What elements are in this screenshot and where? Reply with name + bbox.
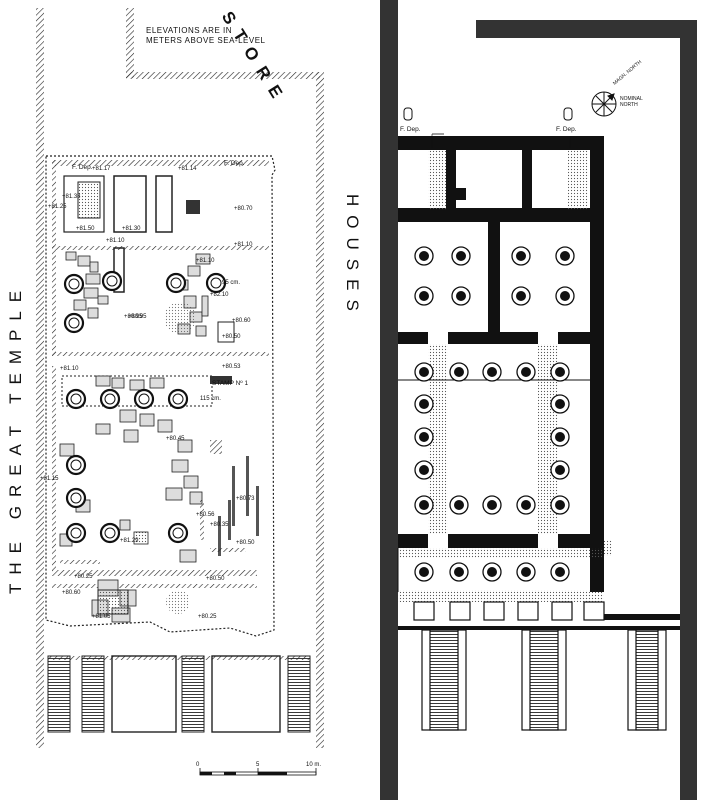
- elevation-marker: +81.25: [48, 204, 67, 210]
- store-wall-horizontal: [126, 72, 320, 79]
- houses-label: HOUSES: [343, 194, 362, 320]
- north-arrow-icon: [591, 91, 617, 117]
- column-base-inner: [516, 291, 526, 301]
- column-base-inner: [487, 367, 497, 377]
- scale-label-0: 0: [196, 762, 200, 768]
- fdep-label-left-plan-2: F. Dep.: [224, 160, 245, 167]
- column-base-inner: [419, 500, 429, 510]
- column-base-inner: [456, 251, 466, 261]
- column-bases: [414, 246, 575, 582]
- elevation-marker: +80.25: [198, 614, 217, 620]
- column-base-inner: [555, 367, 565, 377]
- column-base-inner: [419, 291, 429, 301]
- column-base-inner: [521, 500, 531, 510]
- column-base-inner: [521, 367, 531, 377]
- elevation-marker: +81.50: [76, 226, 95, 232]
- scale-label-5: 5: [256, 762, 260, 768]
- column-base-inner: [419, 567, 429, 577]
- elevation-note-line2: METERS ABOVE SEA-LEVEL: [146, 36, 266, 45]
- stamp-block: [210, 376, 232, 384]
- right-reconstructed-plan: [380, 0, 697, 800]
- elevation-marker: +80.70: [234, 206, 253, 212]
- elevation-marker: +81.15: [40, 476, 59, 482]
- column-base-inner: [419, 251, 429, 261]
- excavation-outline: [45, 155, 276, 637]
- elevation-marker: +81.10: [196, 258, 215, 264]
- great-temple-label: THE GREAT TEMPLE: [6, 281, 25, 594]
- column-base-inner: [521, 567, 531, 577]
- elevation-marker: +80.73: [236, 496, 255, 502]
- fdep-label-left-plan: F. Dep.: [72, 164, 93, 171]
- elevation-marker: +80.35: [210, 522, 229, 528]
- elevation-marker: +80.50: [222, 334, 241, 340]
- column-base-inner: [454, 500, 464, 510]
- column-base-inner: [419, 432, 429, 442]
- column-base-inner: [454, 567, 464, 577]
- elevation-marker: +80.45: [166, 436, 185, 442]
- column-base-inner: [560, 291, 570, 301]
- elevation-note: ELEVATIONS ARE IN METERS ABOVE SEA-LEVEL: [146, 26, 265, 46]
- left-excavation-plan: [36, 8, 324, 776]
- elevation-marker: +80.50: [206, 576, 225, 582]
- column-base-inner: [487, 500, 497, 510]
- dim-95: 95 cm.: [222, 280, 241, 286]
- elevation-marker: +80.53: [222, 364, 241, 370]
- elevation-marker: +80.60: [232, 318, 251, 324]
- elevation-marker: +82.10: [210, 292, 229, 298]
- column-base-inner: [487, 567, 497, 577]
- column-base-inner: [555, 465, 565, 475]
- store-houses-wall: [316, 72, 324, 748]
- column-base-inner: [555, 432, 565, 442]
- elevation-marker: +80.60: [62, 590, 81, 596]
- elevation-marker: +80.50: [236, 540, 255, 546]
- elevation-marker: +81.17: [92, 166, 111, 172]
- elevation-marker: +81.29: [120, 538, 139, 544]
- nominal-north-label: NOMINAL NORTH: [620, 96, 643, 108]
- column-base-inner: [516, 251, 526, 261]
- dim-115: 115 cm.: [200, 396, 221, 402]
- elevation-note-line1: ELEVATIONS ARE IN: [146, 26, 233, 35]
- scale-bar: [199, 768, 317, 776]
- column-base-inner: [454, 367, 464, 377]
- elevation-marker: +81.14: [178, 166, 197, 172]
- column-base-inner: [555, 567, 565, 577]
- elevation-marker: +80.95: [128, 314, 147, 320]
- column-base-inner: [419, 399, 429, 409]
- left-boundary-wall: [380, 0, 398, 800]
- fdep-label-right-plan-left: F. Dep.: [400, 126, 421, 133]
- scale-label-10m: 10 m.: [306, 762, 322, 768]
- great-temple-wall: [36, 8, 44, 748]
- column-base-inner: [419, 465, 429, 475]
- column-base-inner: [456, 291, 466, 301]
- column-base-inner: [555, 399, 565, 409]
- elevation-marker: +81.10: [60, 366, 79, 372]
- elevation-marker: +81.10: [106, 238, 125, 244]
- elevation-marker: +80.56: [196, 512, 215, 518]
- column-base-inner: [560, 251, 570, 261]
- elevation-marker: +81.38: [62, 194, 81, 200]
- stamp-label: STAMP Nº 1: [212, 380, 249, 387]
- store-wall-top: [126, 8, 134, 78]
- elevation-marker: +80.95: [124, 314, 143, 320]
- column-base-inner: [555, 500, 565, 510]
- elevation-marker: +81.05: [92, 614, 111, 620]
- elevation-marker: +80.25: [74, 574, 93, 580]
- fdep-label-right-plan-right: F. Dep.: [556, 126, 577, 133]
- column-base-inner: [419, 367, 429, 377]
- elevation-marker: +81.30: [122, 226, 141, 232]
- elevation-marker: +81.10: [234, 242, 253, 248]
